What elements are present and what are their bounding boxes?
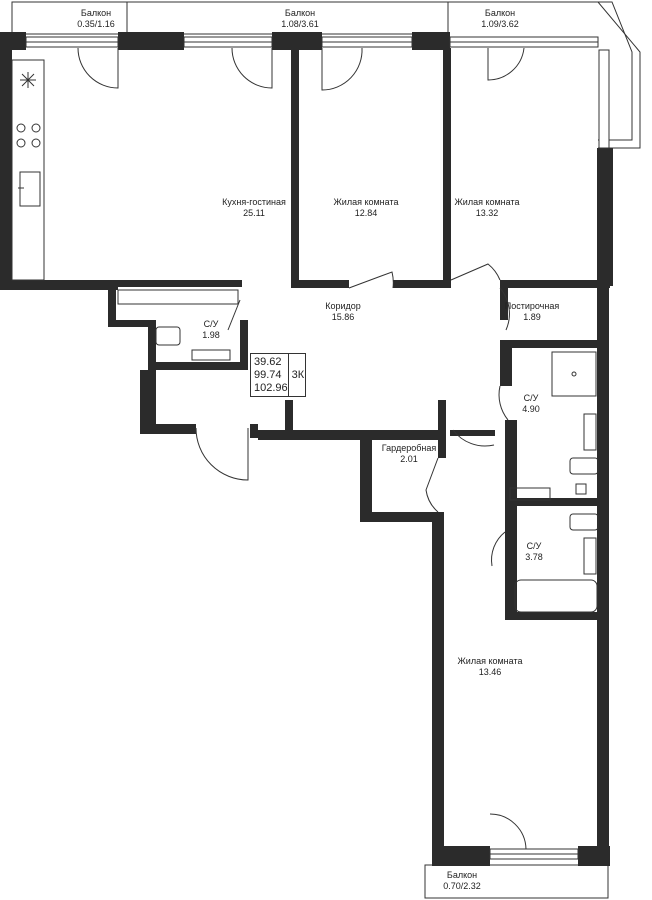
balcony-3-area: 1.09/3.62 <box>481 19 519 29</box>
bedroom1-name: Жилая комната <box>333 197 398 207</box>
wc2-area: 4.90 <box>522 404 540 414</box>
apartment-type: 3К <box>291 369 305 381</box>
wc1-area: 1.98 <box>202 330 220 340</box>
area-summary: 39.62 99.74 102.96 3К <box>250 353 306 397</box>
kitchen-fixtures <box>11 59 45 281</box>
laundry-area: 1.89 <box>523 312 541 322</box>
balcony-1-label: Балкон <box>81 8 111 18</box>
balcony-outlines <box>11 1 641 899</box>
corridor-area: 15.86 <box>332 312 355 322</box>
snowflake-icon <box>20 72 36 88</box>
wc2-name: С/У <box>524 393 539 403</box>
walls <box>0 32 613 866</box>
bedroom3-name: Жилая комната <box>457 656 522 666</box>
doors <box>77 47 527 850</box>
bedroom1-area: 12.84 <box>355 208 378 218</box>
balcony-2-area: 1.08/3.61 <box>281 19 319 29</box>
wc3-name: С/У <box>527 541 542 551</box>
labels: Балкон 0.35/1.16 Балкон 1.08/3.61 Балкон… <box>77 8 559 891</box>
balcony-1-area: 0.35/1.16 <box>77 19 115 29</box>
balcony-4-label: Балкон <box>447 870 477 880</box>
total-area-with-balconies: 102.96 <box>254 381 288 394</box>
balcony-2-label: Балкон <box>285 8 315 18</box>
wc3-area: 3.78 <box>525 552 543 562</box>
bedroom2-name: Жилая комната <box>454 197 519 207</box>
windows <box>25 36 610 860</box>
wardrobe-area: 2.01 <box>400 454 418 464</box>
balcony-4-area: 0.70/2.32 <box>443 881 481 891</box>
wc1-name: С/У <box>204 319 219 329</box>
bedroom3-area: 13.46 <box>479 667 502 677</box>
balcony-3-label: Балкон <box>485 8 515 18</box>
wardrobe-name: Гардеробная <box>382 443 437 453</box>
kitchen-area: 25.11 <box>243 208 265 218</box>
total-area: 99.74 <box>254 368 282 381</box>
laundry-name: Постирочная <box>505 301 560 311</box>
kitchen-name: Кухня-гостиная <box>222 197 286 207</box>
bedroom2-area: 13.32 <box>476 208 499 218</box>
corridor-name: Коридор <box>325 301 361 311</box>
bath-fixtures <box>155 326 599 613</box>
living-area: 39.62 <box>254 355 282 368</box>
